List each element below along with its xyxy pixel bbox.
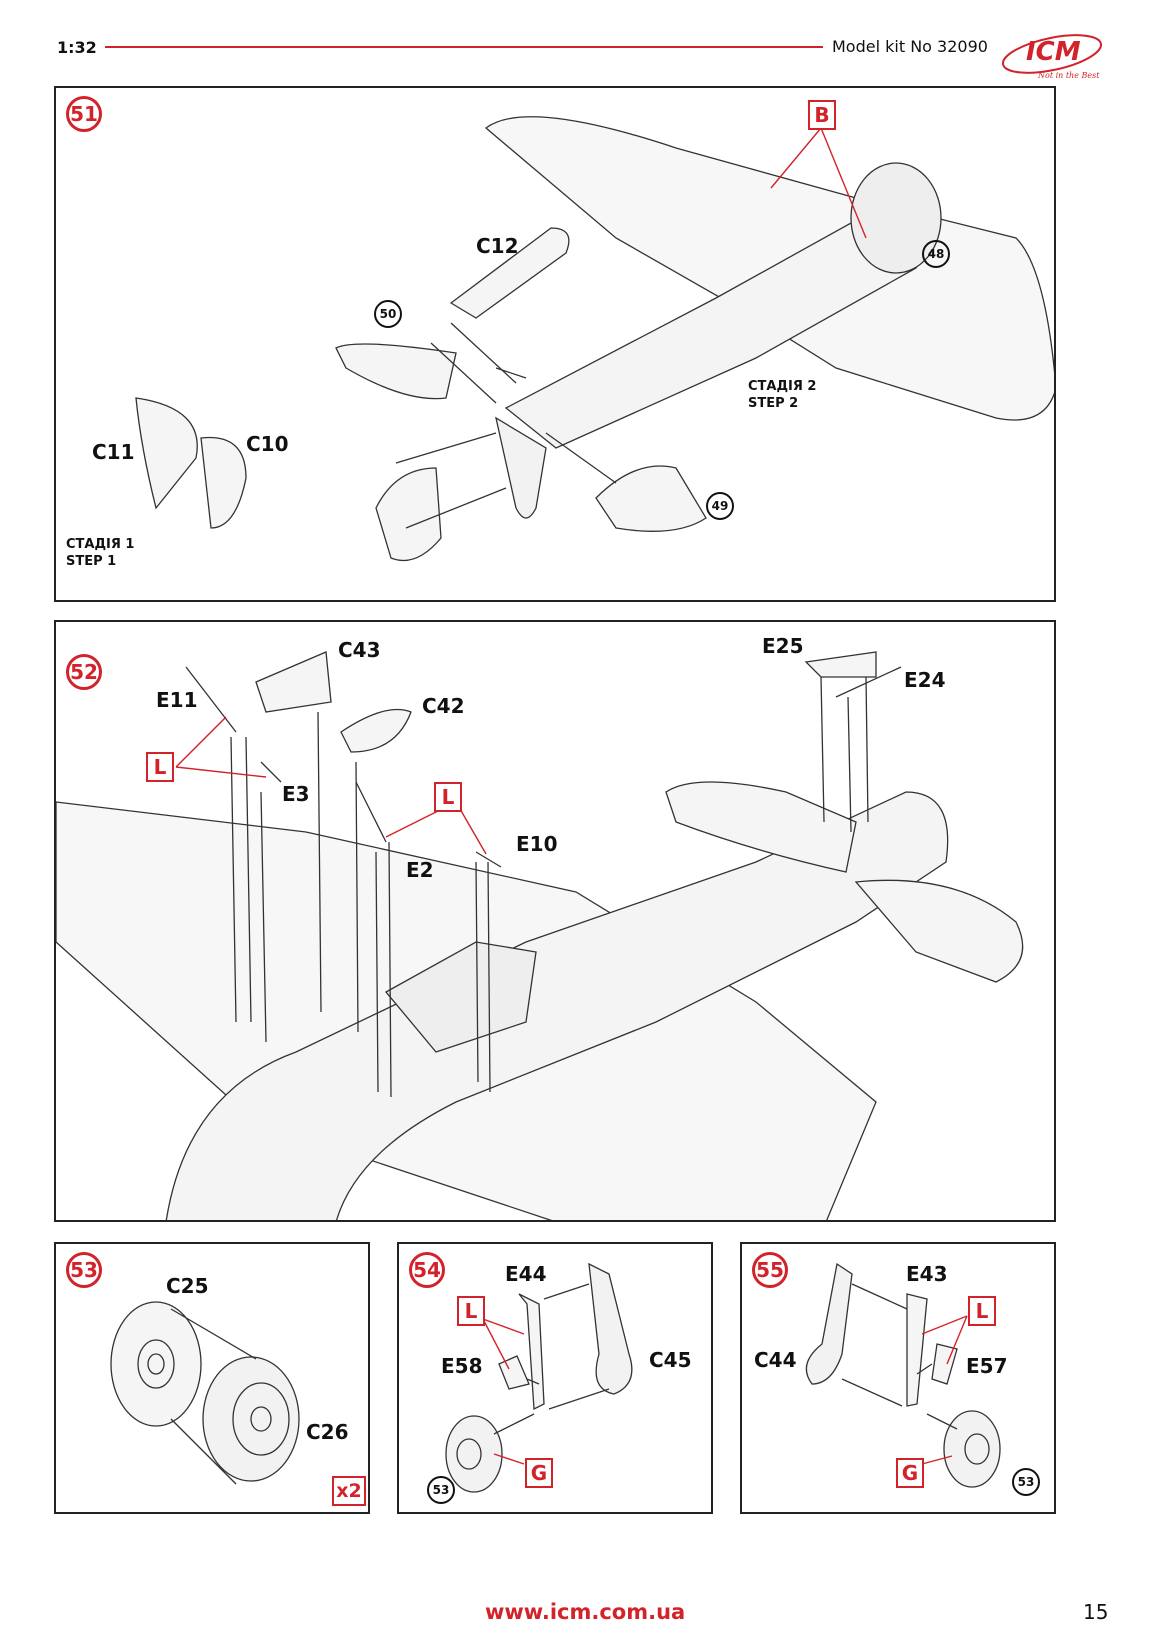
step-53-panel: 53 C25 C26 x2 [54, 1242, 370, 1514]
part-label-e43: E43 [906, 1262, 948, 1286]
part-label-e10: E10 [516, 832, 558, 856]
step-52-drawing [56, 651, 1024, 1220]
ref-step-48: 48 [922, 240, 950, 268]
header-rule [105, 46, 823, 48]
step-51-drawing [135, 116, 1054, 562]
quantity-badge: x2 [332, 1476, 366, 1506]
ref-step-50: 50 [374, 300, 402, 328]
part-label-e24: E24 [904, 668, 946, 692]
stage-1-ua: СТАДІЯ 1 [66, 537, 135, 552]
callout-l: L [434, 782, 462, 812]
part-label-c10: C10 [246, 432, 289, 456]
part-label-c45: C45 [649, 1348, 692, 1372]
part-label-c25: C25 [166, 1274, 209, 1298]
part-label-c26: C26 [306, 1420, 349, 1444]
scale-label: 1:32 [57, 38, 97, 57]
ref-step-53: 53 [427, 1476, 455, 1504]
ref-step-53: 53 [1012, 1468, 1040, 1496]
logo-slogan: Not in the Best [1037, 71, 1100, 80]
stage-1-en: STEP 1 [66, 554, 117, 569]
stage-2-ua: СТАДІЯ 2 [748, 379, 817, 394]
part-label-c11: C11 [92, 440, 135, 464]
part-label-e57: E57 [966, 1354, 1008, 1378]
stage-2-label: СТАДІЯ 2 STEP 2 [748, 378, 816, 412]
step-53-drawing [110, 1301, 300, 1485]
part-label-e25: E25 [762, 634, 804, 658]
callout-b: B [808, 100, 836, 130]
icm-logo: ICM Not in the Best [1000, 28, 1110, 84]
step-number: 55 [752, 1252, 788, 1288]
part-label-c43: C43 [338, 638, 381, 662]
ref-step-49: 49 [706, 492, 734, 520]
part-label-c42: C42 [422, 694, 465, 718]
stage-1-label: СТАДІЯ 1 STEP 1 [66, 536, 134, 570]
step-51-panel: 51 B C12 C11 C10 50 48 49 СТАДІЯ 2 STEP … [54, 86, 1056, 602]
stage-2-en: STEP 2 [748, 396, 799, 411]
step-52-panel: 52 C43 C42 E11 E3 E2 E10 E25 E24 L L [54, 620, 1056, 1222]
step-number: 53 [66, 1252, 102, 1288]
part-label-c12: C12 [476, 234, 519, 258]
part-label-e11: E11 [156, 688, 198, 712]
page-number: 15 [1083, 1600, 1109, 1624]
step-54-panel: 54 E44 E58 C45 L G 53 [397, 1242, 713, 1514]
callout-l: L [968, 1296, 996, 1326]
website-link[interactable]: www.icm.com.ua [485, 1600, 686, 1624]
step-number: 54 [409, 1252, 445, 1288]
step-55-panel: 55 E43 C44 E57 L G 53 [740, 1242, 1056, 1514]
part-label-c44: C44 [754, 1348, 797, 1372]
part-label-e2: E2 [406, 858, 434, 882]
part-label-e58: E58 [441, 1354, 483, 1378]
step-54-drawing [445, 1262, 633, 1493]
callout-l: L [457, 1296, 485, 1326]
callout-l: L [146, 752, 174, 782]
step-number: 51 [66, 96, 102, 132]
part-label-e3: E3 [282, 782, 310, 806]
step-55-drawing [805, 1262, 1001, 1488]
callout-g: G [896, 1458, 924, 1488]
logo-text: ICM [1026, 37, 1081, 67]
part-label-e44: E44 [505, 1262, 547, 1286]
callout-g: G [525, 1458, 553, 1488]
step-number: 52 [66, 654, 102, 690]
kit-number: Model kit No 32090 [832, 37, 988, 56]
